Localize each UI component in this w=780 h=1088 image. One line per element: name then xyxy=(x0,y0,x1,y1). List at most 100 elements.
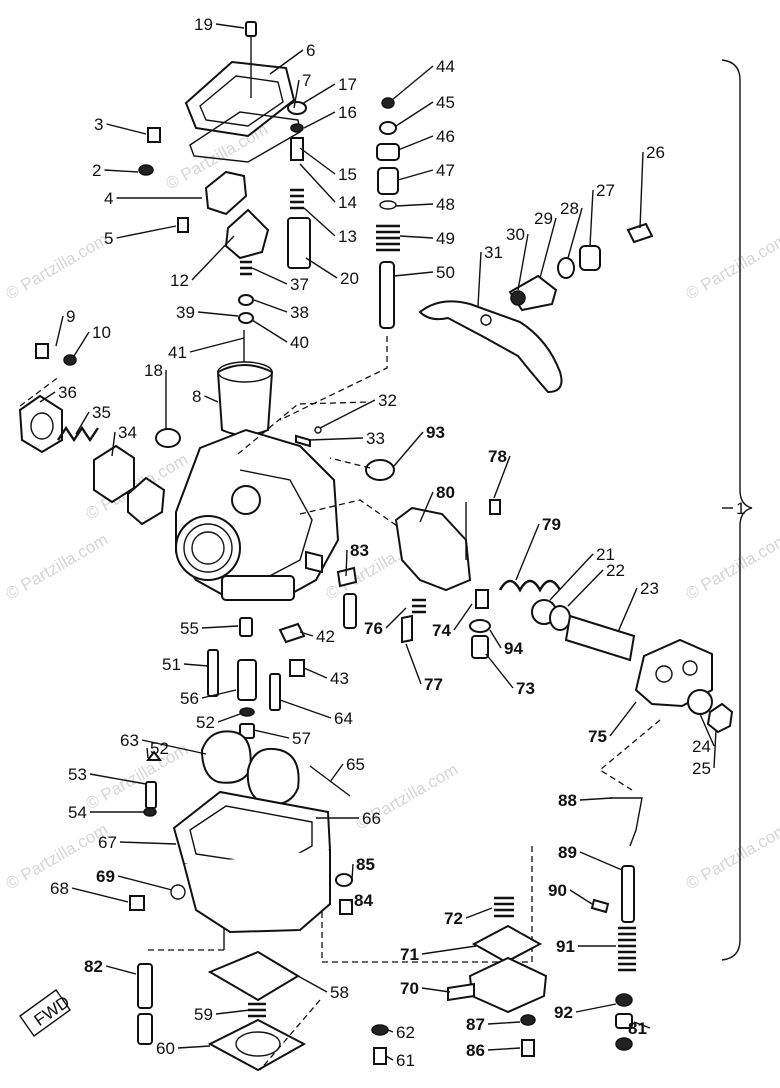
holder-20 xyxy=(287,217,311,269)
ball-32 xyxy=(314,426,322,434)
screw-92 xyxy=(590,898,610,914)
washer-24 xyxy=(687,689,713,715)
screw-68 xyxy=(129,895,145,911)
spring-35 xyxy=(57,425,99,443)
leader-line-15 xyxy=(299,147,336,175)
screw-3 xyxy=(147,127,161,143)
part-label-30: 30 xyxy=(506,225,525,244)
leader-line-35 xyxy=(75,411,90,435)
part-label-76: 76 xyxy=(364,619,383,638)
spring-13 xyxy=(290,188,304,210)
part-label-92: 92 xyxy=(554,1003,573,1022)
leader-line-16 xyxy=(303,111,336,129)
part-label-42: 42 xyxy=(316,627,335,646)
leader-line-10 xyxy=(73,331,90,357)
jet-57 xyxy=(239,723,255,739)
leader-line-8 xyxy=(204,395,219,403)
part-label-63: 63 xyxy=(120,731,139,750)
washer-62 xyxy=(371,1024,389,1036)
starter-column xyxy=(279,97,400,421)
part-label-85: 85 xyxy=(356,855,375,874)
part-label-69: 69 xyxy=(96,867,115,886)
part-labels: 1234567891012131415161718192021222324252… xyxy=(50,15,745,1070)
leader-line-50 xyxy=(393,271,434,277)
spring-37 xyxy=(240,260,252,276)
cover-36-hole xyxy=(30,412,54,440)
leader-line-85 xyxy=(351,863,354,881)
part-label-66: 66 xyxy=(362,809,381,828)
intake-bore xyxy=(175,515,241,581)
part-label-68: 68 xyxy=(50,879,69,898)
throttle-valve-8 xyxy=(216,364,274,436)
float-63-left xyxy=(200,730,252,784)
part-label-36: 36 xyxy=(58,383,77,402)
nut-47 xyxy=(377,167,399,195)
part-label-84: 84 xyxy=(354,891,373,910)
bowl-gasket xyxy=(189,805,313,867)
leader-line-92 xyxy=(575,1003,617,1013)
nut-81 xyxy=(615,1013,633,1029)
part-label-51: 51 xyxy=(162,655,181,674)
pump-lever-group xyxy=(394,499,734,734)
part-label-48: 48 xyxy=(436,195,455,214)
part-label-41: 41 xyxy=(168,343,187,362)
part-label-5: 5 xyxy=(104,229,113,248)
leader-line-33 xyxy=(309,437,364,441)
watermark-text: © Partzilla.com xyxy=(83,740,192,814)
leader-line-29 xyxy=(539,217,557,279)
leader-line-7 xyxy=(293,79,300,109)
part-label-52: 52 xyxy=(150,739,169,758)
leader-line-59 xyxy=(215,1009,251,1015)
leader-line-93 xyxy=(393,431,424,467)
part-label-50: 50 xyxy=(436,263,455,282)
leader-line-78 xyxy=(493,455,511,499)
part-label-20: 20 xyxy=(340,269,359,288)
leader-line-25 xyxy=(713,729,717,769)
part-label-12: 12 xyxy=(170,271,189,290)
part-label-22: 22 xyxy=(606,561,625,580)
hose-83 xyxy=(343,593,357,629)
part-label-61: 61 xyxy=(396,1051,415,1070)
leader-line-79 xyxy=(515,523,540,581)
part-label-4: 4 xyxy=(104,189,113,208)
part-label-8: 8 xyxy=(192,387,201,406)
part-label-18: 18 xyxy=(144,361,163,380)
accel-pump-group xyxy=(447,896,548,1057)
part-label-19: 19 xyxy=(194,15,213,34)
gasket-1 xyxy=(127,476,166,526)
part-label-74: 74 xyxy=(432,621,451,640)
watermark-text: © Partzilla.com xyxy=(683,820,780,894)
lever-group xyxy=(418,222,654,394)
leader-line-26 xyxy=(639,151,644,229)
leader-line-77 xyxy=(405,643,422,685)
part-label-72: 72 xyxy=(444,909,463,928)
rod-89 xyxy=(621,865,635,923)
part-label-91: 91 xyxy=(556,937,575,956)
part-label-24: 24 xyxy=(692,737,711,756)
cap-44 xyxy=(381,97,395,109)
cover-60-inner xyxy=(235,1031,281,1057)
watermark-text: © Partzilla.com xyxy=(3,530,112,604)
leader-line-55 xyxy=(201,625,239,629)
washer-91-bottom xyxy=(615,1037,633,1051)
leader-line-72 xyxy=(465,907,493,919)
leader-line-80 xyxy=(419,491,434,523)
watermark-text: © Partzilla.com xyxy=(683,530,780,604)
diaphragm-58 xyxy=(207,950,300,1002)
leader-line-34 xyxy=(111,431,116,457)
screw-43 xyxy=(289,659,305,677)
washer-85 xyxy=(335,873,353,887)
leader-line-12 xyxy=(191,235,235,281)
part-label-44: 44 xyxy=(436,57,455,76)
leader-line-83 xyxy=(345,549,348,577)
part-label-54: 54 xyxy=(68,803,87,822)
leader-line-43 xyxy=(303,667,328,679)
part-label-70: 70 xyxy=(400,979,419,998)
jet-55 xyxy=(239,617,253,637)
washer-91-top xyxy=(615,993,633,1007)
leader-line-40 xyxy=(251,319,288,343)
float-bowl-group xyxy=(129,730,353,951)
pin-15 xyxy=(290,137,304,161)
body-contour xyxy=(239,469,313,581)
